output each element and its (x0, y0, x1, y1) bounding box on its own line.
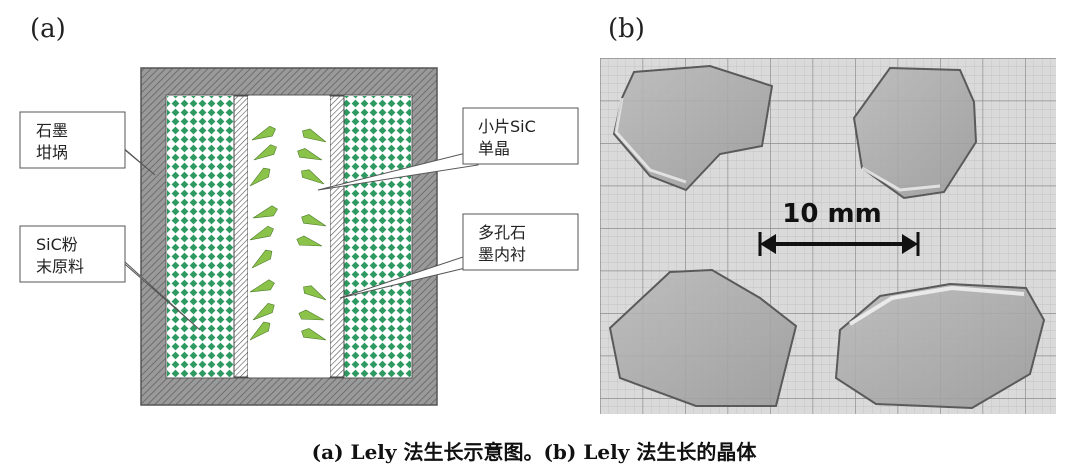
sic-platelet-left-7 (252, 302, 275, 321)
callout-crucible: 石墨 坩埚 (19, 111, 156, 176)
sic-platelet-left-3 (252, 205, 278, 219)
lely-schematic: 石墨 坩埚 SiC粉 末原料 小片SiC 单晶 多孔石 墨内衬 (19, 67, 579, 406)
sic-platelet-right-1 (297, 148, 323, 161)
callout-liner-line1: 多孔石 (478, 223, 526, 242)
callout-platelets-line1: 小片SiC (478, 117, 536, 136)
sic-powder-right (344, 96, 411, 377)
sic-platelet-left-8 (249, 321, 271, 341)
sic-platelet-left-1 (253, 144, 277, 161)
watermark: 知乎 @爱在七夕时 (790, 416, 982, 441)
panel-a-label: (a) (30, 14, 66, 44)
porous-liner-right (329, 95, 345, 378)
callout-platelets-line2: 单晶 (478, 139, 510, 158)
crystal-bottom-left (608, 268, 798, 407)
sic-platelet-right-5 (303, 285, 327, 301)
sic-platelet-crystals (249, 125, 327, 341)
panel-b-label: (b) (608, 14, 645, 44)
porous-liner-left (233, 95, 249, 378)
callout-crucible-line1: 石墨 (36, 121, 68, 140)
figure-caption: (a) Lely 法生长示意图。(b) Lely 法生长的晶体 (311, 440, 757, 464)
crystal-photo: 10 mm (600, 58, 1056, 414)
sic-platelet-left-5 (251, 249, 273, 269)
callout-powder-line1: SiC粉 (36, 235, 78, 254)
sic-platelet-right-7 (301, 328, 327, 341)
sic-platelet-right-0 (302, 128, 327, 143)
sic-powder-left (167, 96, 234, 377)
scale-bar (758, 232, 920, 256)
sic-platelet-right-4 (296, 235, 323, 247)
callout-crucible-line2: 坩埚 (36, 143, 68, 162)
crystal-top-right (852, 66, 978, 200)
callout-platelets: 小片SiC 单晶 (317, 107, 579, 191)
crystal-photo-svg: 10 mm (600, 58, 1056, 414)
callout-liner-line2: 墨内衬 (478, 245, 526, 264)
sic-platelet-left-4 (249, 225, 274, 241)
callout-liner: 多孔石 墨内衬 (339, 213, 579, 299)
sic-platelet-right-6 (298, 309, 325, 321)
sic-platelet-left-2 (249, 167, 271, 187)
callout-powder-line2: 末原料 (36, 257, 84, 276)
scale-bar-label: 10 mm (782, 199, 881, 229)
sic-platelet-right-3 (301, 214, 327, 227)
sic-platelet-left-6 (249, 279, 275, 293)
sic-platelet-left-0 (251, 125, 276, 141)
sic-platelet-right-2 (301, 169, 325, 185)
crystal-bottom-right (834, 282, 1046, 410)
callout-powder: SiC粉 末原料 (19, 225, 201, 331)
